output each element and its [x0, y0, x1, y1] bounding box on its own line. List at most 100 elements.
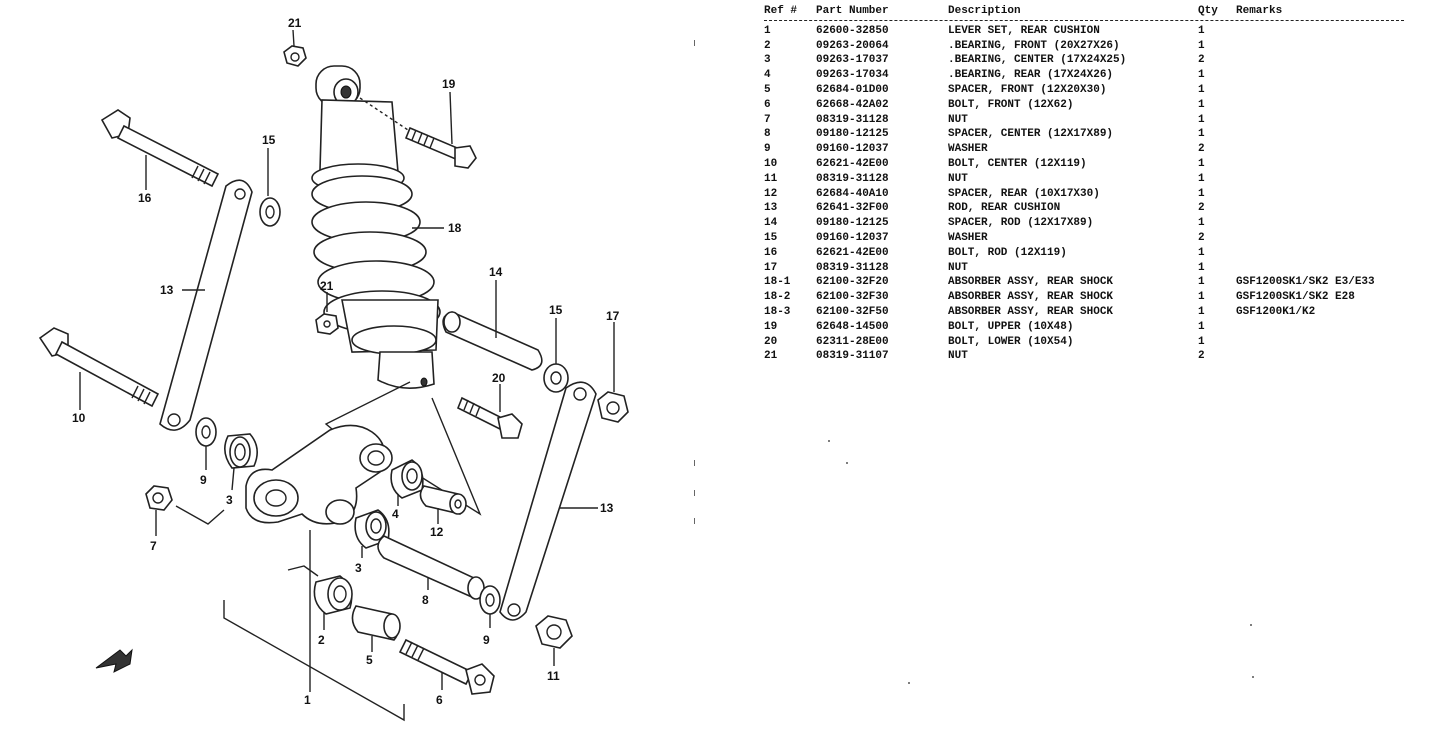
- callout-8: 8: [422, 593, 429, 607]
- part-12-spacer-rear: 12: [419, 485, 467, 539]
- row-part-number: 62100-32F20: [816, 276, 889, 289]
- row-part-number: 09180-12125: [816, 217, 889, 230]
- part-16-bolt-rod: 16: [100, 109, 220, 205]
- row-remarks: GSF1200K1/K2: [1236, 305, 1316, 318]
- row-ref: 15: [764, 231, 778, 244]
- row-remarks: [1236, 261, 1424, 276]
- table-header: Ref # Part Number Description Qty Remark…: [764, 4, 1424, 19]
- row-description: SPACER, CENTER (12X17X89): [948, 128, 1114, 141]
- row-ref: 18-2: [764, 291, 791, 304]
- callout-21-middle: 21: [320, 279, 334, 293]
- row-remarks: [1236, 201, 1424, 216]
- row-part-number: 09263-17037: [816, 54, 889, 67]
- callout-12: 12: [430, 525, 444, 539]
- row-qty: 2: [1198, 54, 1205, 67]
- part-5-spacer-front: 5: [351, 605, 401, 667]
- callout-16: 16: [138, 191, 152, 205]
- row-remarks: [1236, 157, 1424, 172]
- row-qty: 1: [1198, 83, 1205, 96]
- part-18-shock-absorber: 18: [311, 65, 462, 389]
- callout-9-right: 9: [483, 633, 490, 647]
- row-ref: 18-3: [764, 305, 791, 318]
- part-15-washer-right: 15: [543, 303, 569, 393]
- row-ref: 17: [764, 261, 778, 274]
- row-part-number: 62600-32850: [816, 24, 889, 37]
- row-ref: 3: [764, 54, 771, 67]
- part-3-bearing-left: 3: [224, 433, 258, 507]
- row-qty: 1: [1198, 217, 1205, 230]
- part-21-nut-middle: 21: [315, 279, 339, 335]
- header-part-number: Part Number: [816, 5, 889, 17]
- callout-1: 1: [304, 693, 311, 707]
- row-part-number: 62684-01D00: [816, 83, 889, 96]
- table-row: 3 09263-17037 .BEARING, CENTER (17X24X25) 2: [764, 53, 1424, 68]
- callout-9-left: 9: [200, 473, 207, 487]
- row-qty: 1: [1198, 128, 1205, 141]
- part-15-washer-top: 15: [259, 133, 281, 227]
- row-remarks: [1236, 98, 1424, 113]
- exploded-parts-diagram: 21 18 1 9: [38, 16, 629, 722]
- row-qty: 1: [1198, 113, 1205, 126]
- row-qty: 2: [1198, 143, 1205, 156]
- row-part-number: 62621-42E00: [816, 246, 889, 259]
- row-qty: 1: [1198, 261, 1205, 274]
- row-description: .BEARING, CENTER (17X24X25): [948, 54, 1127, 67]
- scan-mark: [694, 40, 695, 46]
- row-remarks: [1236, 172, 1424, 187]
- part-13-rod-right: 13: [499, 381, 614, 621]
- row-ref: 18-1: [764, 276, 791, 289]
- row-remarks: [1236, 349, 1424, 364]
- callout-3-center: 3: [355, 561, 362, 575]
- row-part-number: 09160-12037: [816, 231, 889, 244]
- callout-10: 10: [72, 411, 86, 425]
- row-remarks: [1236, 83, 1424, 98]
- scan-speck: [1250, 624, 1252, 626]
- row-qty: 1: [1198, 335, 1205, 348]
- row-ref: 7: [764, 113, 771, 126]
- part-8-spacer-center: 8: [377, 535, 485, 607]
- row-ref: 2: [764, 39, 771, 52]
- row-remarks: [1236, 39, 1424, 54]
- row-qty: 2: [1198, 202, 1205, 215]
- callout-7: 7: [150, 539, 157, 553]
- row-qty: 1: [1198, 172, 1205, 185]
- row-remarks: [1236, 231, 1424, 246]
- row-qty: 1: [1198, 24, 1205, 37]
- row-ref: 4: [764, 69, 771, 82]
- row-part-number: 08319-31128: [816, 172, 889, 185]
- callout-17: 17: [606, 309, 620, 323]
- row-description: BOLT, UPPER (10X48): [948, 320, 1074, 333]
- part-21-nut-top: 21: [283, 16, 307, 67]
- row-remarks: [1236, 24, 1424, 39]
- row-qty: 1: [1198, 291, 1205, 304]
- row-description: ABSORBER ASSY, REAR SHOCK: [948, 305, 1114, 318]
- row-part-number: 62100-32F50: [816, 305, 889, 318]
- row-ref: 14: [764, 217, 778, 230]
- header-qty: Qty: [1198, 5, 1218, 17]
- part-9-washer-left: 9: [195, 417, 217, 487]
- scan-speck: [908, 682, 910, 684]
- assembly-guide-lines: [175, 381, 482, 722]
- callout-14: 14: [489, 265, 503, 279]
- row-ref: 21: [764, 350, 778, 363]
- row-remarks: [1236, 127, 1424, 142]
- row-description: LEVER SET, REAR CUSHION: [948, 24, 1100, 37]
- callout-15-top: 15: [262, 133, 276, 147]
- row-part-number: 09180-12125: [816, 128, 889, 141]
- part-2-bearing-front: 2: [313, 575, 353, 647]
- header-rule: [764, 19, 1404, 21]
- callout-15-right: 15: [549, 303, 563, 317]
- row-description: BOLT, FRONT (12X62): [948, 98, 1074, 111]
- row-qty: 1: [1198, 39, 1205, 52]
- row-description: SPACER, REAR (10X17X30): [948, 187, 1100, 200]
- row-ref: 16: [764, 246, 778, 259]
- row-part-number: 09160-12037: [816, 143, 889, 156]
